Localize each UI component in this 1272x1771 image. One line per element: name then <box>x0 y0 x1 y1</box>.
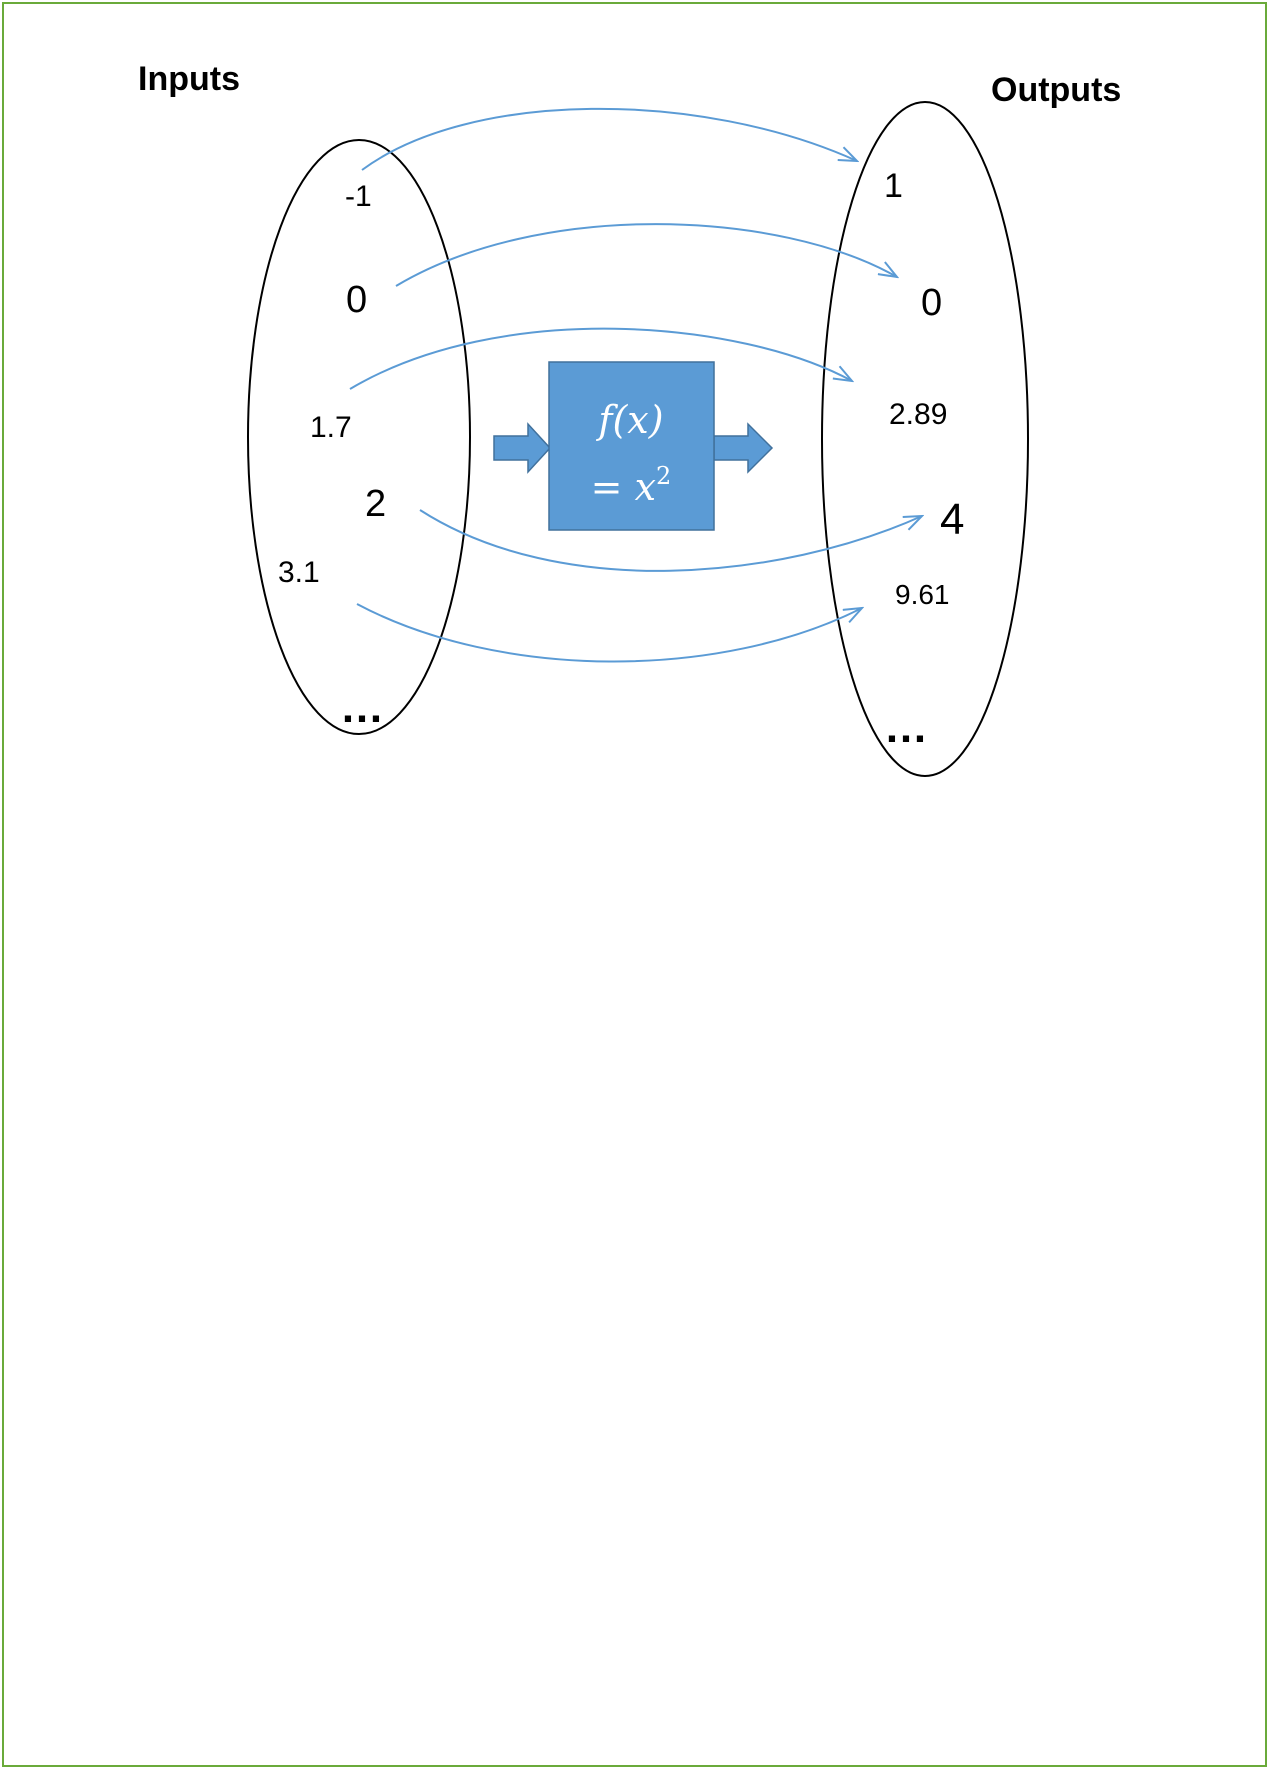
output-set-ellipse <box>821 101 1029 777</box>
input-ellipsis: … <box>340 683 384 732</box>
function-label: f(x) <box>595 398 663 442</box>
mapping-arrow <box>395 223 897 287</box>
output-ellipsis: … <box>884 703 928 752</box>
input-set-ellipse <box>247 139 471 735</box>
outputs-heading: Outputs <box>991 71 1121 109</box>
output-block-arrow <box>713 422 774 474</box>
function-exponent: 2 <box>656 462 671 490</box>
function-rhs: = x <box>591 465 656 509</box>
output-value: 9.61 <box>895 579 950 610</box>
inputs-heading: Inputs <box>138 60 240 98</box>
output-value: 2.89 <box>889 398 947 431</box>
mapping-arrow <box>361 107 857 171</box>
mapping-arrow <box>349 327 852 390</box>
mapping-arrow <box>419 509 922 572</box>
input-value: -1 <box>345 180 372 213</box>
output-value: 1 <box>884 167 903 205</box>
input-value: 0 <box>346 279 367 321</box>
input-value: 1.7 <box>310 411 352 444</box>
output-value: 0 <box>921 282 942 324</box>
function-box <box>548 361 715 531</box>
input-block-arrow <box>493 422 552 474</box>
mapping-arrow <box>356 603 862 663</box>
function-definition: = x2 <box>591 462 672 509</box>
input-value: 3.1 <box>278 556 320 589</box>
input-value: 2 <box>365 483 386 525</box>
output-value: 4 <box>940 495 964 544</box>
